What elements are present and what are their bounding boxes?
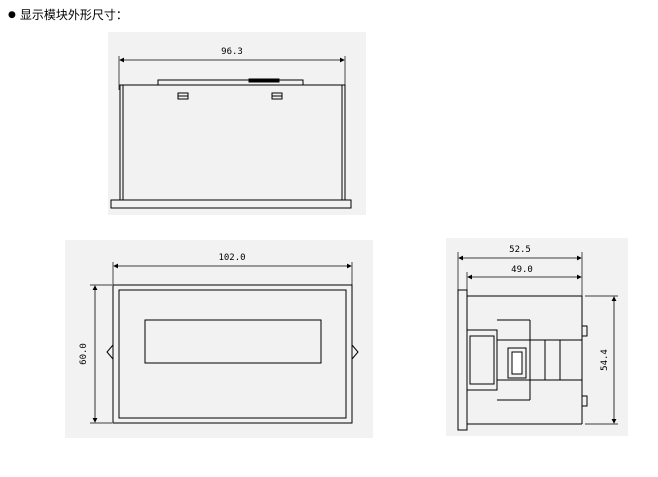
top-view-drawing (110, 56, 352, 209)
top-width-label: 96.3 (221, 47, 243, 57)
front-width-label: 102.0 (218, 253, 245, 263)
front-height-label: 60.0 (79, 343, 89, 365)
heading-text: 显示模块外形尺寸： (19, 8, 128, 22)
section-heading: ● 显示模块外形尺寸： (8, 6, 128, 23)
side-view-panel (446, 238, 628, 436)
side-outer-depth-label: 52.5 (509, 245, 531, 255)
front-view-drawing (90, 262, 359, 424)
side-inner-depth-label: 49.0 (511, 265, 533, 275)
side-height-label: 54.4 (600, 349, 610, 371)
bullet-icon: ● (8, 9, 16, 20)
side-view-drawing (457, 252, 618, 431)
